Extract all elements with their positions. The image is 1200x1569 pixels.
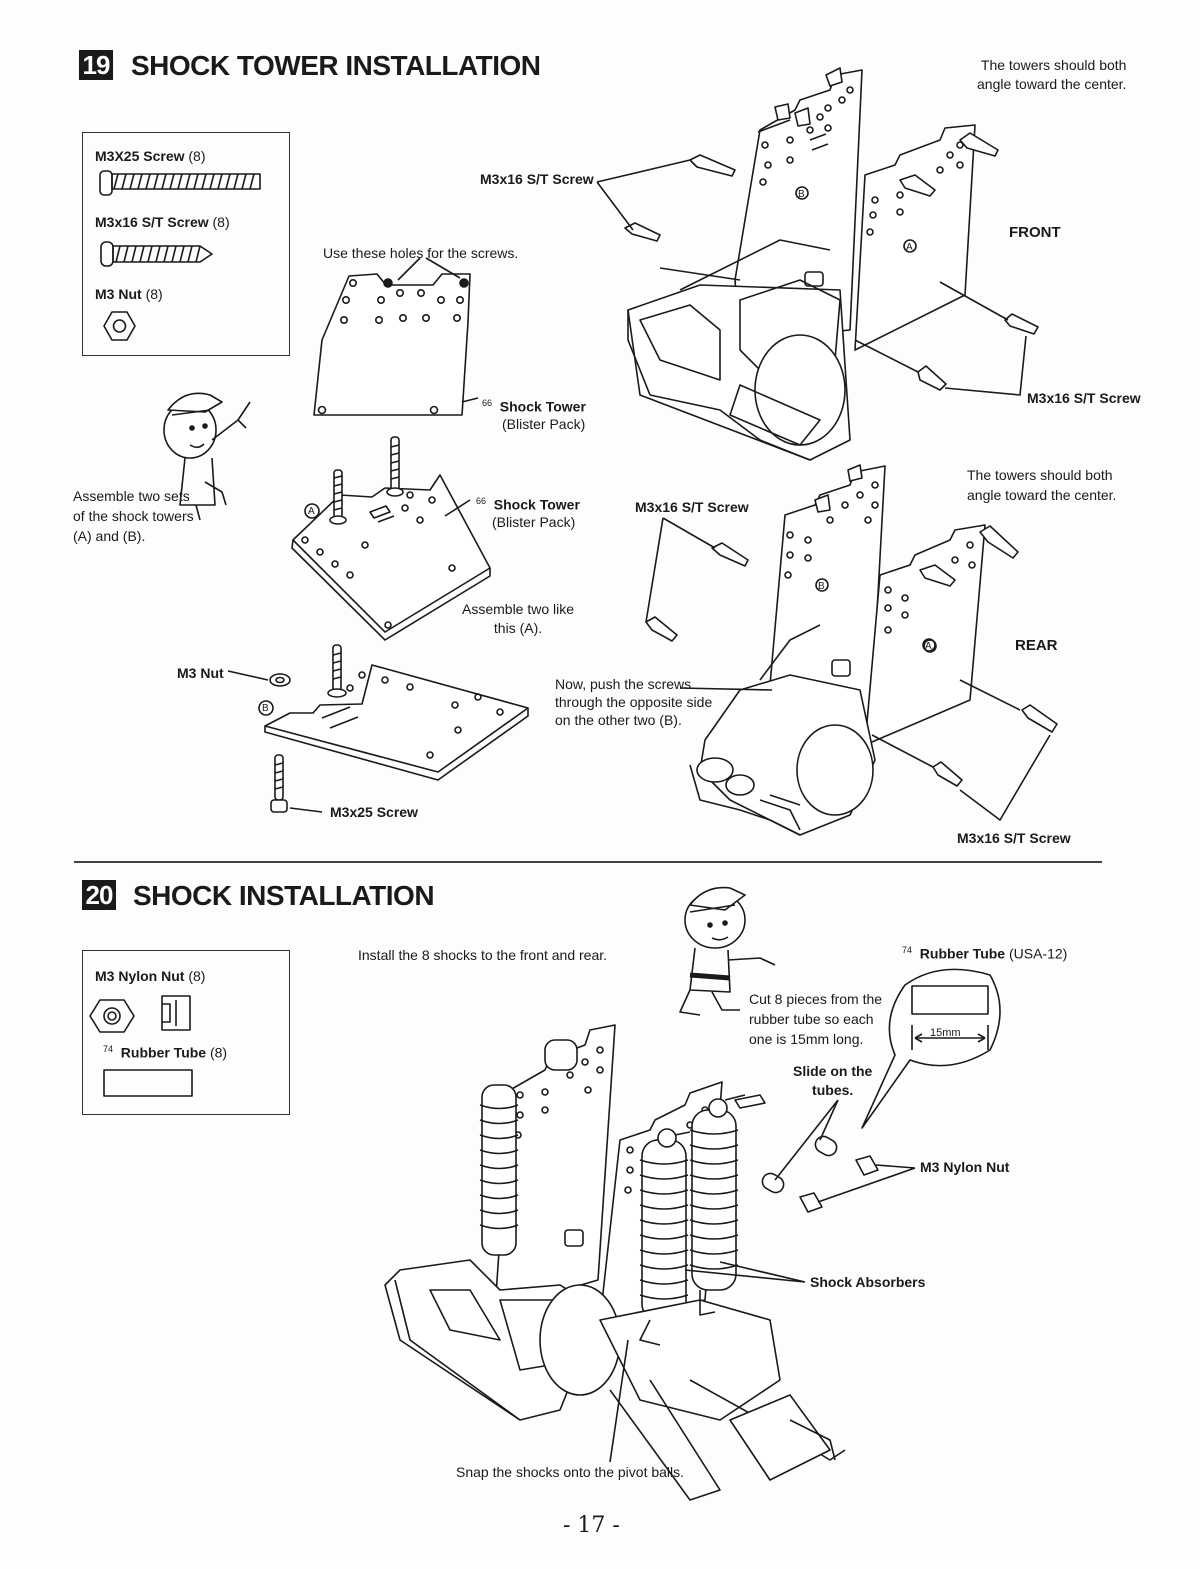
shock-tower-plate-flat (313, 273, 471, 416)
leader-front-body (659, 267, 741, 281)
label-use-holes: Use these holes for the screws. (323, 245, 519, 261)
front-assembly (627, 69, 976, 461)
label-snap-shocks: Snap the shocks onto the pivot balls. (456, 1464, 685, 1480)
section-divider (74, 861, 1102, 863)
label-shock-tower-2: 66 Shock Tower (Blister Pack) (476, 496, 580, 530)
mark-a-1: A (308, 506, 315, 517)
label-m3x25-screw: M3x25 Screw (330, 804, 418, 820)
label-shock-tower-1: 66 Shock Tower (Blister Pack) (482, 398, 586, 432)
leader-assemble-sets (195, 504, 201, 521)
label-slide-tubes: Slide on the tubes. (793, 1063, 873, 1098)
mark-b-1: B (262, 703, 269, 714)
label-shock-absorbers: Shock Absorbers (810, 1274, 926, 1290)
leader-shock-absorbers (684, 1261, 806, 1283)
label-st-screw-front: M3x16 S/T Screw (1027, 390, 1141, 406)
label-rear: REAR (1015, 637, 1058, 654)
label-assemble-sets: Assemble two sets of the shock towers (A… (73, 488, 194, 544)
shock-hardware (734, 1094, 879, 1213)
label-angle-front: The towers should both angle toward the … (977, 57, 1127, 92)
label-push-screws: Now, push the screws through the opposit… (555, 676, 713, 728)
parts-box-19: M3X25 Screw (8) M3x16 S/T Screw (8) M3 N… (82, 132, 290, 356)
mark-a-circle-3 (922, 638, 936, 652)
leader-st-screw-rear-left (645, 517, 716, 623)
mark-a-2: A (906, 242, 913, 253)
label-m3-nut: M3 Nut (177, 665, 224, 681)
leader-shock-tower-1 (461, 397, 479, 403)
parts-box-20: M3 Nylon Nut (8) 74 Rubber Tube (8) (82, 950, 290, 1115)
label-assemble-like: Assemble two like this (A). (462, 601, 575, 636)
part-m3x16-st-screw: M3x16 S/T Screw (8) (95, 214, 230, 230)
leader-shock-tower-2 (444, 499, 471, 517)
mark-b-circle-1 (258, 700, 274, 716)
shock-tower-plate-a (291, 436, 491, 641)
label-nylon-nut: M3 Nylon Nut (920, 1159, 1010, 1175)
mark-a-3: A (925, 641, 932, 652)
leader-m3x25 (289, 807, 323, 813)
front-screws (624, 67, 1039, 391)
m3-nylon-nut-icon (89, 999, 135, 1033)
mark-b-2: B (798, 189, 805, 200)
label-15mm: 15mm (930, 1027, 961, 1039)
m3x16-st-screw-icon (100, 241, 213, 267)
leader-nylon-nut (817, 1164, 916, 1203)
leader-push-screws (679, 687, 773, 691)
step-19-title: SHOCK TOWER INSTALLATION (131, 50, 541, 81)
rear-screws (645, 464, 1058, 787)
label-st-screw-rear-right: M3x16 S/T Screw (957, 830, 1071, 846)
rubber-tube-icon (103, 1069, 193, 1097)
rubber-tube-callout (861, 968, 1001, 1129)
step-number-19: 19 (79, 50, 113, 80)
part-m3x25-screw: M3X25 Screw (8) (95, 148, 206, 164)
m3-nut-icon (103, 311, 136, 341)
leader-snap (609, 1339, 629, 1463)
leader-st-screw-front (854, 281, 1027, 396)
label-cut-pieces: Cut 8 pieces from the rubber tube so eac… (749, 991, 883, 1047)
mascot-kid-pointing-2 (679, 886, 776, 1016)
mark-b-3: B (818, 581, 825, 592)
mascot-kid-pointing (163, 392, 251, 506)
page-number: - 17 - (563, 1513, 620, 1538)
shock-assembly (384, 1024, 846, 1501)
leader-st-screw-top (596, 159, 691, 231)
shock-tower-plate-b (264, 644, 529, 813)
label-st-screw-rear-left: M3x16 S/T Screw (635, 499, 749, 515)
m3x25-screw-icon (99, 170, 261, 196)
label-front: FRONT (1009, 224, 1061, 241)
leader-use-holes (397, 257, 461, 281)
label-install-shocks: Install the 8 shocks to the front and re… (358, 947, 608, 963)
label-rubber-tube: 74 Rubber Tube (USA-12) (902, 945, 1068, 962)
step-20-title: SHOCK INSTALLATION (133, 880, 435, 911)
part-rubber-tube: 74 Rubber Tube (8) (103, 1044, 228, 1061)
leader-m3-nut (227, 670, 269, 681)
leader-st-screw-rear-right (871, 679, 1051, 821)
step-number-20: 20 (82, 880, 116, 910)
m3-nylon-nut-side-icon (161, 995, 191, 1031)
label-st-screw-top: M3x16 S/T Screw (480, 171, 594, 187)
label-angle-rear: The towers should both angle toward the … (967, 467, 1117, 503)
part-m3-nut: M3 Nut (8) (95, 286, 163, 302)
part-m3-nylon-nut: M3 Nylon Nut (8) (95, 968, 206, 984)
rear-assembly (689, 465, 986, 836)
mark-a-circle-1 (304, 503, 320, 519)
leader-slide-tubes (774, 1099, 839, 1181)
